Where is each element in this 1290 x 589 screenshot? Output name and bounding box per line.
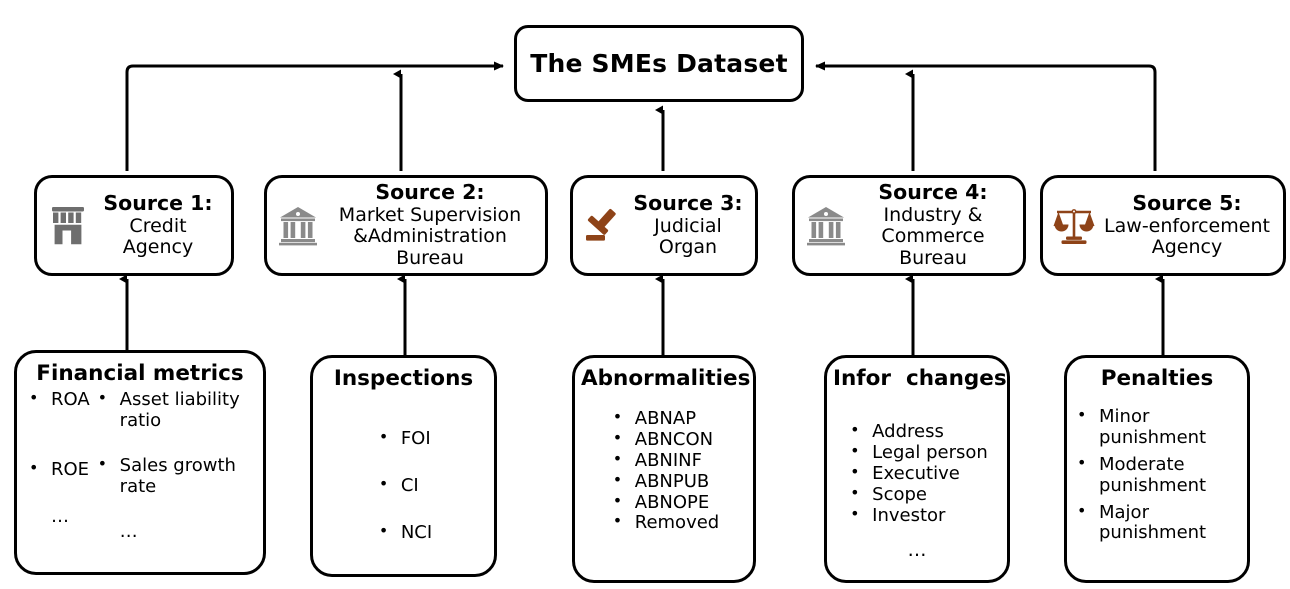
list-item: Major punishment xyxy=(1073,502,1241,545)
list-item: ABNPUB xyxy=(609,471,719,493)
list-item: Address xyxy=(846,421,988,443)
list-item: Legal person xyxy=(846,442,988,464)
bank-building-icon xyxy=(275,200,321,252)
detail-body-inspections: FOI CI NCI xyxy=(319,395,488,568)
storefront-icon xyxy=(45,200,91,252)
list-item: Scope xyxy=(846,484,988,506)
list-item: ROA xyxy=(25,389,90,411)
source-4-name-line1: Industry & xyxy=(883,203,983,226)
bullet-list-infor-changes: Address Legal person Executive Scope Inv… xyxy=(846,421,988,527)
dataset-box[interactable]: The SMEs Dataset xyxy=(514,25,804,102)
detail-title-financial-metrics: Financial metrics xyxy=(36,361,244,386)
list-item-ellipsis: … xyxy=(119,520,138,542)
list-item: ABNINF xyxy=(609,450,719,472)
source-5-text: Source 5: Law-enforcement Agency xyxy=(1099,191,1275,259)
list-item: Executive xyxy=(846,463,988,485)
list-item: ABNOPE xyxy=(609,492,719,514)
bullet-list-left: ROA ROE … xyxy=(25,389,90,566)
detail-body-penalties: Minor punishment Moderate punishment Maj… xyxy=(1073,395,1241,574)
source-2-text: Source 2: Market Supervision &Administra… xyxy=(323,180,537,270)
detail-title-infor-changes: Infor changes xyxy=(833,366,1007,391)
source-box-3[interactable]: Source 3: Judicial Organ xyxy=(570,175,758,276)
bullet-list-right: Asset liability ratio Sales growth rate … xyxy=(94,389,255,566)
detail-title-abnormalities: Abnormalities xyxy=(581,366,751,391)
detail-body-abnormalities: ABNAP ABNCON ABNINF ABNPUB ABNOPE Remove… xyxy=(581,395,747,574)
list-item: FOI xyxy=(375,428,432,450)
source-1-name: Credit Agency xyxy=(122,214,194,259)
list-item: Sales growth rate xyxy=(94,455,255,498)
list-item: Removed xyxy=(609,512,719,534)
infor-changes-ellipsis: … xyxy=(907,538,927,561)
list-item: Asset liability ratio xyxy=(94,389,255,432)
wire-source1-to-dataset xyxy=(125,61,504,171)
source-4-name-line2: Commerce Bureau xyxy=(881,225,985,270)
detail-box-penalties[interactable]: Penalties Minor punishment Moderate puni… xyxy=(1064,355,1250,583)
source-box-5[interactable]: Source 5: Law-enforcement Agency xyxy=(1040,175,1286,276)
list-item: Minor punishment xyxy=(1073,406,1241,449)
list-item: ABNAP xyxy=(609,408,719,430)
source-4-label: Source 4: xyxy=(878,180,988,205)
source-3-label: Source 3: xyxy=(633,191,743,216)
bullet-list-abnormalities: ABNAP ABNCON ABNINF ABNPUB ABNOPE Remove… xyxy=(609,408,719,574)
list-item: ABNCON xyxy=(609,429,719,451)
detail-title-inspections: Inspections xyxy=(333,366,474,391)
source-box-2[interactable]: Source 2: Market Supervision &Administra… xyxy=(264,175,548,276)
detail-title-penalties: Penalties xyxy=(1100,366,1214,391)
source-box-1[interactable]: Source 1: Credit Agency xyxy=(34,175,234,276)
source-5-name-line2: Agency xyxy=(1151,236,1223,259)
source-5-name-line1: Law-enforcement xyxy=(1104,214,1270,237)
list-item: Investor xyxy=(846,505,988,527)
source-2-name-line2: &Administration Bureau xyxy=(353,225,507,270)
detail-body-infor-changes: Address Legal person Executive Scope Inv… xyxy=(833,395,1001,574)
gavel-icon xyxy=(581,200,627,252)
detail-box-infor-changes[interactable]: Infor changes Address Legal person Execu… xyxy=(824,355,1010,583)
detail-box-abnormalities[interactable]: Abnormalities ABNAP ABNCON ABNINF ABNPUB… xyxy=(572,355,756,583)
list-item-ellipsis: … xyxy=(51,505,69,527)
scales-of-justice-icon xyxy=(1051,200,1097,252)
bullet-list-penalties: Minor punishment Moderate punishment Maj… xyxy=(1073,406,1241,574)
bullet-list-inspections: FOI CI NCI xyxy=(375,428,432,544)
bank-building-icon xyxy=(803,200,849,252)
detail-box-inspections[interactable]: Inspections FOI CI NCI xyxy=(310,355,497,577)
list-item: NCI xyxy=(375,522,432,544)
list-item: CI xyxy=(375,475,432,497)
source-1-label: Source 1: xyxy=(103,191,213,216)
source-box-4[interactable]: Source 4: Industry & Commerce Bureau xyxy=(792,175,1026,276)
detail-body-financial-metrics: ROA ROE … Asset liability ratio Sales gr… xyxy=(23,389,257,566)
wire-source5-to-dataset xyxy=(815,61,1157,171)
source-1-text: Source 1: Credit Agency xyxy=(93,191,223,259)
source-5-label: Source 5: xyxy=(1132,191,1242,216)
source-4-text: Source 4: Industry & Commerce Bureau xyxy=(851,180,1015,270)
list-item: ROE xyxy=(25,459,90,481)
source-2-label: Source 2: xyxy=(375,180,485,205)
list-item: Moderate punishment xyxy=(1073,454,1241,497)
source-3-text: Source 3: Judicial Organ xyxy=(629,191,747,259)
source-3-name-line2: Organ xyxy=(658,236,718,259)
source-2-name-line1: Market Supervision xyxy=(338,203,522,226)
dataset-title: The SMEs Dataset xyxy=(530,49,788,78)
source-3-name-line1: Judicial xyxy=(654,214,722,237)
detail-box-financial-metrics[interactable]: Financial metrics ROA ROE … Asset liabil… xyxy=(14,350,266,575)
